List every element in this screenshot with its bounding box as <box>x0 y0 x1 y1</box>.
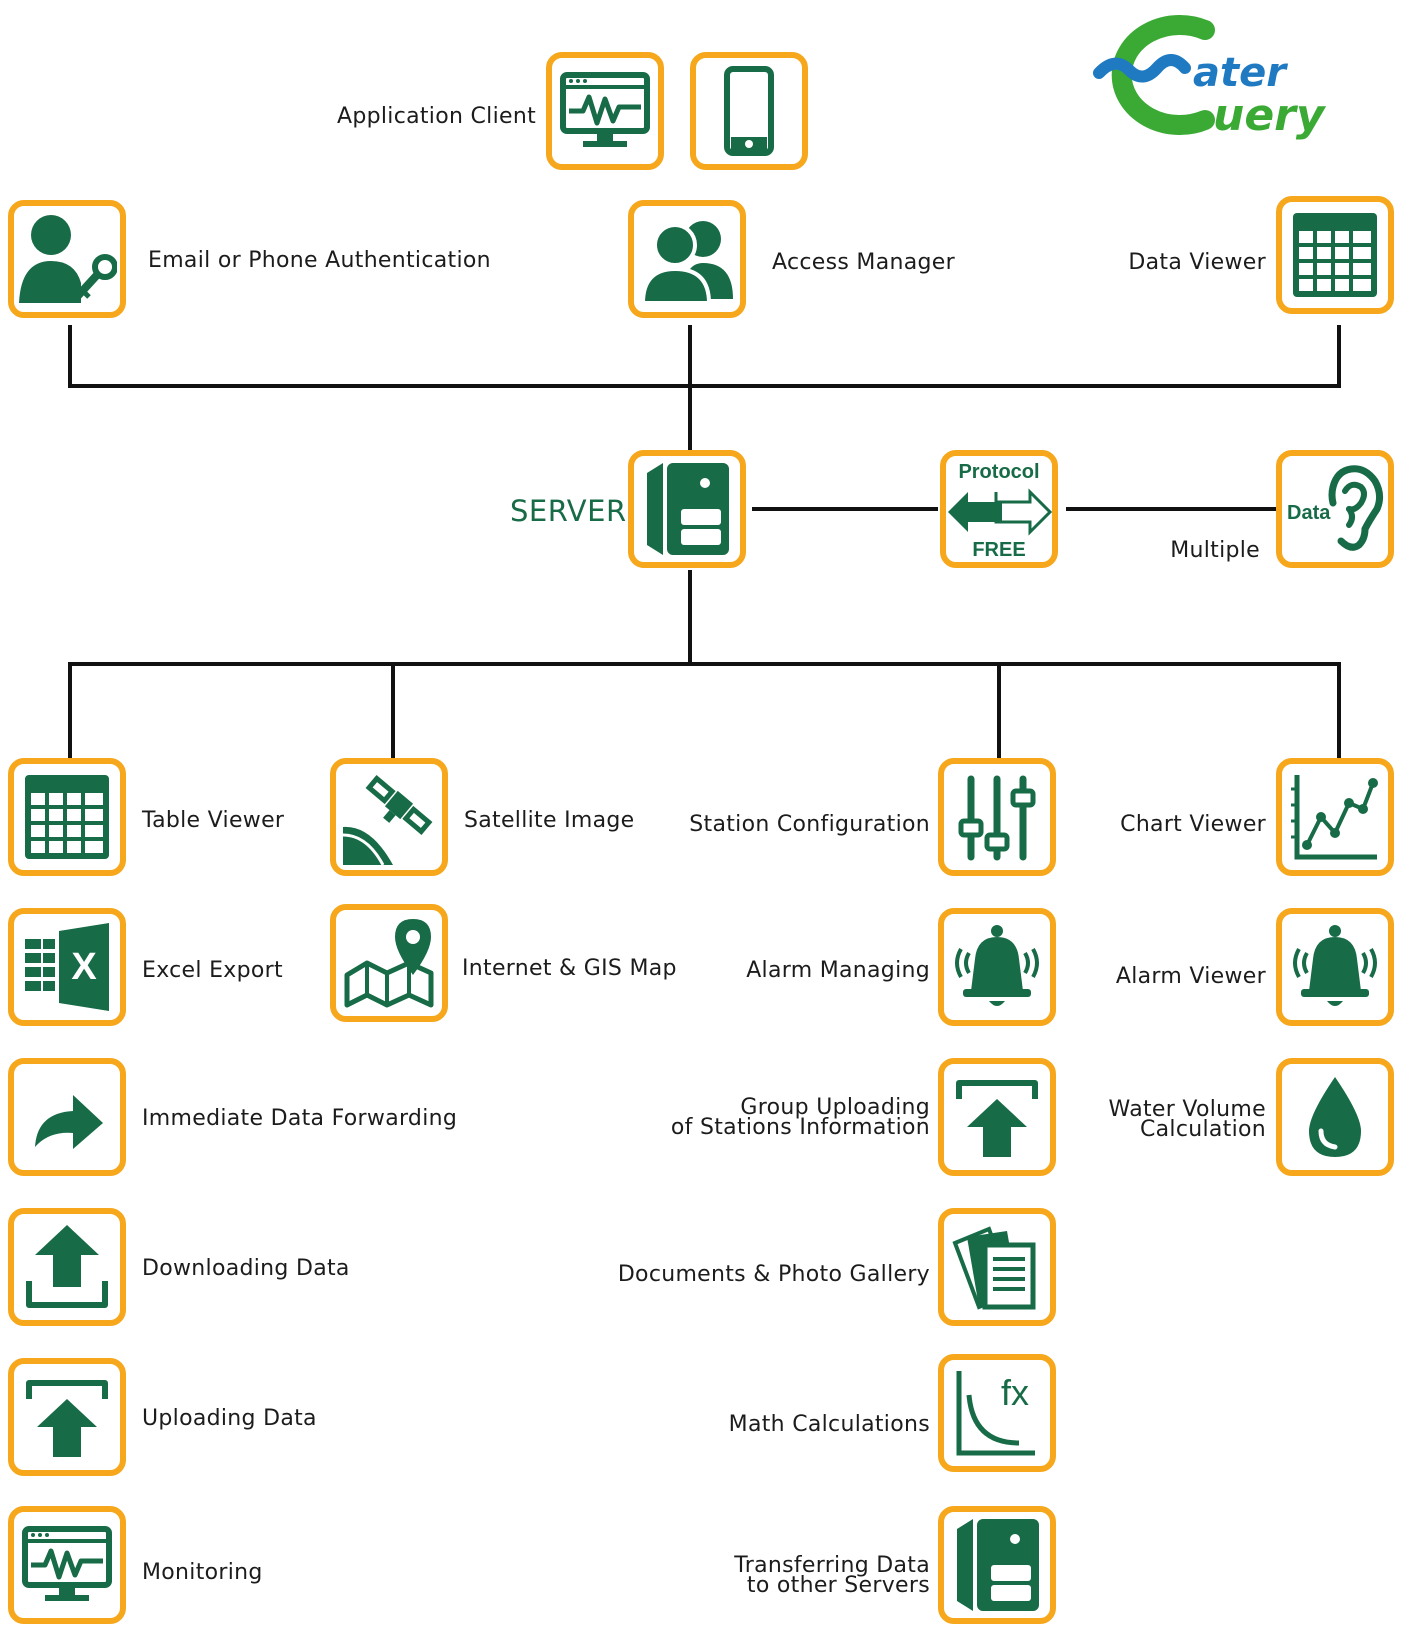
gis-map-label: Internet & GIS Map <box>462 956 677 981</box>
ear-icon: Data <box>1287 465 1384 551</box>
upload-icon <box>956 1080 1038 1157</box>
application-client-mobile-tile[interactable] <box>690 52 808 170</box>
protocol-text: Protocol <box>958 461 1039 483</box>
user-key-icon <box>19 215 117 303</box>
excel-icon: X <box>25 923 109 1011</box>
email-auth-label: Email or Phone Authentication <box>148 248 491 273</box>
transfer-servers-line2: to other Servers <box>746 1573 930 1598</box>
protocol-free-tile[interactable]: Protocol FREE <box>940 450 1058 568</box>
monitoring-label: Monitoring <box>142 1560 263 1585</box>
table-viewer-tile[interactable] <box>8 758 126 876</box>
station-config-label: Station Configuration <box>689 812 930 837</box>
upload-icon <box>26 1380 108 1457</box>
documents-gallery-tile[interactable] <box>938 1208 1056 1326</box>
server-icon <box>647 463 729 555</box>
bell-icon <box>955 925 1039 1006</box>
mobile-phone-icon <box>724 66 774 156</box>
email-auth-tile[interactable] <box>8 200 126 318</box>
transfer-servers-line1: Transferring Data <box>734 1553 930 1578</box>
alarm-managing-tile[interactable] <box>938 908 1056 1026</box>
map-pin-icon <box>344 919 434 1008</box>
water-volume-line1: Water Volume <box>1108 1097 1266 1122</box>
uploading-data-tile[interactable] <box>8 1358 126 1476</box>
function-graph-icon: fx <box>956 1371 1035 1456</box>
water-drop-icon <box>1309 1077 1361 1157</box>
sliders-icon <box>958 775 1036 861</box>
share-arrow-icon <box>35 1095 103 1149</box>
chart-viewer-label: Chart Viewer <box>1120 812 1266 837</box>
excel-export-label: Excel Export <box>142 958 283 983</box>
water-volume-label: Water Volume Calculation <box>1040 1097 1266 1142</box>
table-grid-icon <box>1293 213 1377 297</box>
alarm-managing-label: Alarm Managing <box>746 958 930 983</box>
application-client-label: Application Client <box>336 104 536 129</box>
download-tray-icon <box>26 1225 108 1308</box>
water-volume-line2: Calculation <box>1139 1117 1266 1142</box>
protocol-arrows-icon: Protocol FREE <box>948 461 1052 561</box>
ear-data-text: Data <box>1287 502 1331 524</box>
svg-text:fx: fx <box>1001 1372 1029 1413</box>
svg-text:X: X <box>71 946 97 988</box>
water-volume-tile[interactable] <box>1276 1058 1394 1176</box>
transfer-servers-tile[interactable] <box>938 1506 1056 1624</box>
group-upload-tile[interactable] <box>938 1058 1056 1176</box>
application-client-monitor-tile[interactable] <box>546 52 664 170</box>
data-viewer-tile[interactable] <box>1276 196 1394 314</box>
station-config-tile[interactable] <box>938 758 1056 876</box>
server-icon <box>957 1519 1039 1611</box>
satellite-image-label: Satellite Image <box>464 808 635 833</box>
logo-text-water: ater <box>1193 50 1288 96</box>
downloading-data-tile[interactable] <box>8 1208 126 1326</box>
water-query-logo: ater uery <box>1093 15 1327 141</box>
server-tile[interactable] <box>628 450 746 568</box>
group-upload-label: Group Uploading of Stations Information <box>600 1095 930 1140</box>
logo-text-query: uery <box>1213 90 1327 141</box>
data-viewer-label: Data Viewer <box>1128 250 1266 275</box>
access-manager-label: Access Manager <box>772 250 955 275</box>
excel-export-tile[interactable]: X <box>8 908 126 1026</box>
math-calculations-label: Math Calculations <box>728 1412 930 1437</box>
multiple-data-label: Multiple <box>1170 538 1260 563</box>
table-grid-icon <box>25 775 109 859</box>
immediate-forwarding-label: Immediate Data Forwarding <box>142 1106 458 1131</box>
gis-map-tile[interactable] <box>330 904 448 1022</box>
math-calculations-tile[interactable]: fx <box>938 1354 1056 1472</box>
table-viewer-label: Table Viewer <box>142 808 285 833</box>
immediate-forwarding-tile[interactable] <box>8 1058 126 1176</box>
uploading-data-label: Uploading Data <box>142 1406 317 1431</box>
multiple-data-tile[interactable]: Data <box>1276 450 1394 568</box>
monitoring-tile[interactable] <box>8 1506 126 1624</box>
satellite-icon <box>342 775 433 865</box>
server-label: SERVER <box>510 494 627 528</box>
documents-icon <box>952 1226 1036 1310</box>
chart-viewer-tile[interactable] <box>1276 758 1394 876</box>
bell-icon <box>1293 925 1377 1006</box>
access-manager-tile[interactable] <box>628 200 746 318</box>
line-chart-icon <box>1291 775 1378 860</box>
satellite-image-tile[interactable] <box>330 758 448 876</box>
monitor-waveform-icon <box>560 72 650 147</box>
alarm-viewer-label: Alarm Viewer <box>1115 964 1266 989</box>
free-text: FREE <box>972 539 1025 561</box>
downloading-data-label: Downloading Data <box>142 1256 350 1281</box>
monitor-waveform-icon <box>22 1526 112 1601</box>
alarm-viewer-tile[interactable] <box>1276 908 1394 1026</box>
transfer-servers-label: Transferring Data to other Servers <box>600 1553 930 1598</box>
group-upload-line2: of Stations Information <box>670 1115 930 1140</box>
documents-gallery-label: Documents & Photo Gallery <box>617 1262 930 1287</box>
group-upload-line1: Group Uploading <box>740 1095 930 1120</box>
users-icon <box>640 221 733 305</box>
